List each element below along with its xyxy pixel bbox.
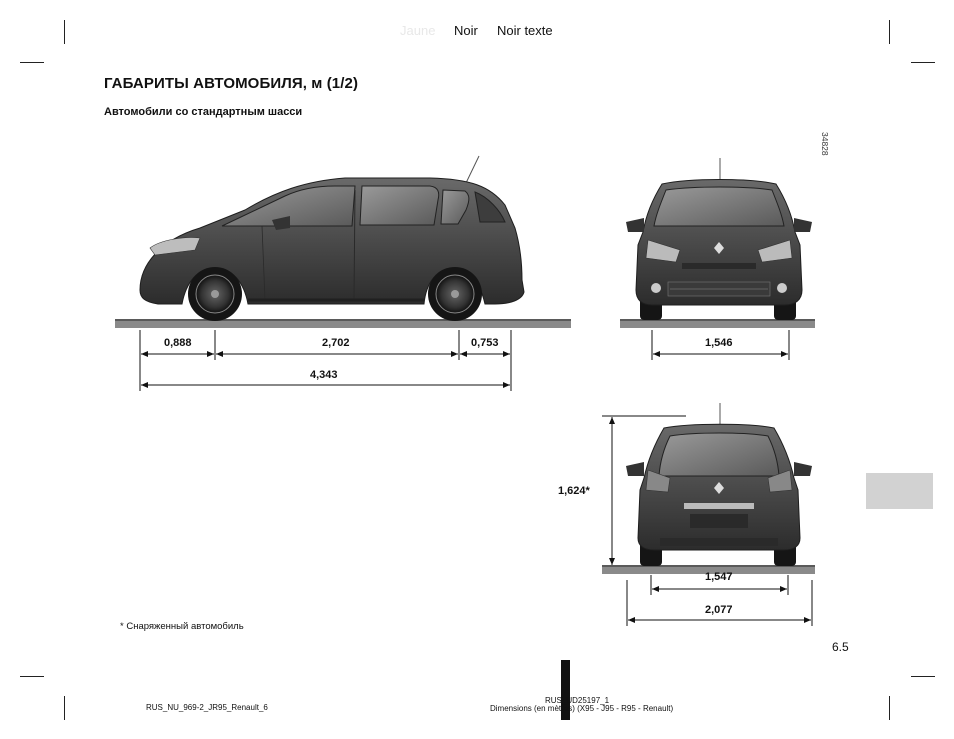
- dim-width: 2,077: [705, 604, 733, 616]
- footnote: * Снаряженный автомобиль: [120, 621, 244, 632]
- crop-mark: [20, 676, 44, 677]
- footer-left: RUS_NU_969-2_JR95_Renault_6: [146, 703, 268, 712]
- crop-mark: [64, 696, 65, 720]
- header-jaune: Jaune: [400, 23, 436, 38]
- car-rear-view: [602, 403, 815, 574]
- crop-mark: [911, 676, 935, 677]
- registration-bar: [561, 660, 570, 720]
- crop-mark: [889, 20, 890, 44]
- page-subtitle: Автомобили со стандартным шасси: [104, 106, 303, 118]
- dim-front-track: 1,546: [705, 337, 733, 349]
- crop-mark: [20, 62, 44, 63]
- dim-length: 4,343: [310, 369, 338, 381]
- crop-mark: [889, 696, 890, 720]
- section-tab: [866, 473, 933, 509]
- car-front-view: [620, 158, 815, 328]
- header-noir: Noir: [454, 23, 478, 38]
- footer-center-line2: Dimensions (en mètres) (X95 - J95 - R95 …: [490, 704, 674, 713]
- footer-center-line1: RUS_UD25197_1: [545, 696, 610, 705]
- header-noir-texte: Noir texte: [497, 23, 553, 38]
- dim-front-overhang: 0,888: [164, 337, 192, 349]
- page-title: ГАБАРИТЫ АВТОМОБИЛЯ, м (1/2): [104, 75, 359, 92]
- car-side-view: [115, 155, 571, 328]
- dim-rear-overhang: 0,753: [471, 337, 499, 349]
- crop-mark: [911, 62, 935, 63]
- dim-rear-track: 1,547: [705, 571, 733, 583]
- dim-height: 1,624*: [558, 485, 590, 497]
- page-number: 6.5: [832, 640, 849, 654]
- crop-mark: [64, 20, 65, 44]
- dim-wheelbase: 2,702: [322, 337, 350, 349]
